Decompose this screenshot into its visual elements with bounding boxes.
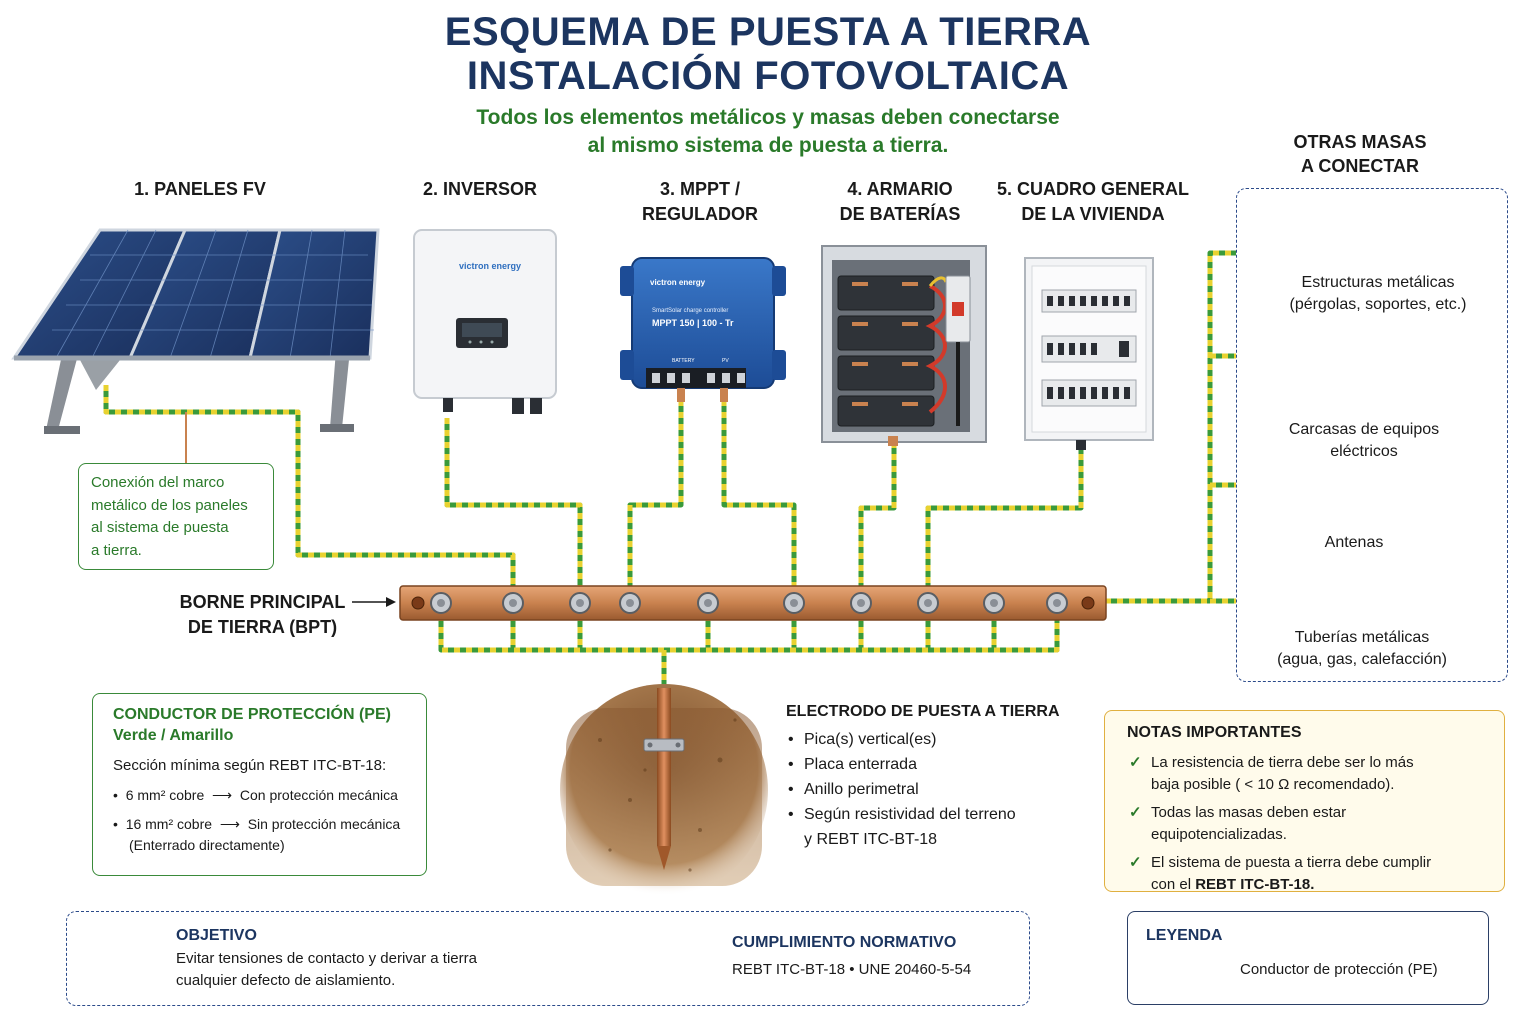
note-item: El sistema de puesta a tierra debe cumpl… [1127,852,1486,896]
compliance-title: CUMPLIMIENTO NORMATIVO [732,934,957,951]
compliance-block: CUMPLIMIENTO NORMATIVO REBT ITC-BT-18 • … [732,933,1022,981]
note-item-line1: La resistencia de tierra debe ser lo más [1151,754,1414,771]
page-title-line2: INSTALACIÓN FOTOVOLTAICA [466,54,1070,98]
label-main-panel-line1: 5. CUADRO GENERAL [996,179,1189,199]
objective-line2: cualquier defecto de aislamiento. [176,972,396,989]
battery-cabinet-icon [821,245,987,446]
pe-item-16mm: • 16 mm² cobre ⟶ Sin protección mecánica [113,816,401,832]
note-item-line2: baja posible ( < 10 Ω recomendado). [1151,776,1395,793]
panel-note-line4: a tierra. [91,541,142,559]
compliance-text: REBT ITC-BT-18 • UNE 20460-5-54 [732,961,972,978]
mass-item-label: Tuberías metálicas [1294,629,1430,646]
notes-title: NOTAS IMPORTANTES [1127,724,1302,741]
mass-item-sublabel: eléctricos [1330,443,1398,460]
important-notes-box: NOTAS IMPORTANTES La resistencia de tier… [1104,710,1505,893]
note-item-line1: El sistema de puesta a tierra debe cumpl… [1151,854,1432,871]
mass-item-label: Antenas [1324,534,1384,551]
legend-title: LEYENDA [1146,927,1223,944]
page-subtitle-line1: Todos los elementos metálicos y masas de… [476,106,1060,129]
panel-frame-note: Conexión del marco metálico de los panel… [78,463,274,570]
mass-item-sublabel: (agua, gas, calefacción) [1277,651,1447,668]
pe-conductor-title: CONDUCTOR DE PROTECCIÓN (PE) [113,706,391,723]
bpt-label-line1: BORNE PRINCIPAL [179,592,346,612]
label-battery-line2: DE BATERÍAS [839,204,961,224]
electrode-info: ELECTRODO DE PUESTA A TIERRA Pica(s) ver… [786,701,1086,852]
other-masses-panel [1236,188,1508,682]
inverter-icon [413,229,557,414]
pe-conductor-subtitle: Verde / Amarillo [113,727,234,744]
electrode-item: Según resistividad del terreno y REBT ITC… [786,802,1086,852]
arrow-icon: ⟶ [212,787,233,803]
ground-electrode-icon [560,684,768,896]
label-mppt-line1: 3. MPPT / [659,179,740,199]
legend-item-pe: Conductor de protección (PE) [1240,961,1438,978]
solar-panels-icon [11,228,380,434]
pe-item-desc: Con protección mecánica [239,787,398,803]
mass-item-label: Carcasas de equipos [1288,421,1440,438]
mass-item-label: Estructuras metálicas [1301,274,1455,291]
other-masses-title-line1: OTRAS MASAS [1293,132,1427,152]
panel-note-line2: metálico de los paneles [91,496,248,514]
note-item-line2: con el [1151,876,1196,893]
bpt-label: BORNE PRINCIPAL DE TIERRA (BPT) [150,590,375,640]
mppt-model-line1: SmartSolar charge controller [652,308,729,314]
mppt-brand: victron energy [650,278,706,287]
label-main-panel-line2: DE LA VIVIENDA [1021,204,1165,224]
pe-item-6mm: • 6 mm² cobre ⟶ Con protección mecánica [113,787,398,803]
notes-list: La resistencia de tierra debe ser lo más… [1127,752,1486,896]
mppt-port-pv: PV [722,358,729,364]
objective-line1: Evitar tensiones de contacto y derivar a… [176,950,477,967]
electrode-item-line1: Según resistividad del terreno [804,806,1016,823]
pe-item-desc: Sin protección mecánica [247,816,401,832]
pe-section-text: Sección mínima según REBT ITC-BT-18: [113,757,387,774]
electrode-list: Pica(s) vertical(es) Placa enterrada Ani… [786,727,1086,852]
bpt-label-line2: DE TIERRA (BPT) [187,617,338,637]
main-electrical-panel-icon [1024,257,1154,450]
bpt-arrow-icon [352,597,396,607]
objective-block: OBJETIVO Evitar tensiones de contacto y … [176,926,596,992]
electrode-item: Anillo perimetral [786,777,1086,802]
label-battery-line1: 4. ARMARIO [847,179,953,199]
panel-note-line1: Conexión del marco [91,474,225,491]
note-item-standard: REBT ITC-BT-18. [1195,876,1315,893]
pe-item-16mm-note: (Enterrado directamente) [129,837,285,853]
mass-item-sublabel: (pérgolas, soportes, etc.) [1289,296,1467,313]
label-panels: 1. PANELES FV [134,179,266,199]
mass-item-pipes: Tuberías metálicas (agua, gas, calefacci… [1232,627,1492,671]
mppt-model-line2: MPPT 150 | 100 - Tr [652,318,734,328]
pe-item-size: 16 mm² cobre [125,816,213,832]
label-inverter: 2. INVERSOR [422,179,538,199]
pe-item-size: 6 mm² cobre [125,787,205,803]
other-masses-title-line2: A CONECTAR [1301,156,1419,176]
page-title-line1: ESQUEMA DE PUESTA A TIERRA [444,10,1092,54]
note-item: La resistencia de tierra debe ser lo más… [1127,752,1486,796]
mass-item-antennas: Antenas [1224,532,1484,554]
mass-item-equipment: Carcasas de equipos eléctricos [1234,419,1494,463]
arrow-icon: ⟶ [219,816,240,832]
inverter-brand: victron energy [458,261,522,271]
electrode-item-line2: y REBT ITC-BT-18 [804,831,938,848]
mass-item-structures: Estructuras metálicas (pérgolas, soporte… [1248,272,1508,316]
mppt-controller-icon [620,257,786,402]
objective-compliance-box [66,911,1030,1006]
panel-note-line3: al sistema de puesta [91,519,229,536]
legend-box [1127,911,1489,1005]
main-ground-busbar [399,585,1107,621]
electrode-title: ELECTRODO DE PUESTA A TIERRA [786,703,1060,720]
electrode-item: Placa enterrada [786,752,1086,777]
pe-conductor-box: CONDUCTOR DE PROTECCIÓN (PE) Verde / Ama… [92,693,427,876]
label-mppt-line2: REGULADOR [642,204,758,224]
objective-title: OBJETIVO [176,927,257,944]
electrode-item: Pica(s) vertical(es) [786,727,1086,752]
mppt-port-battery: BATTERY [672,358,695,364]
page-subtitle-line2: al mismo sistema de puesta a tierra. [587,134,949,157]
note-item: Todas las masas deben estar equipotencia… [1127,802,1486,846]
